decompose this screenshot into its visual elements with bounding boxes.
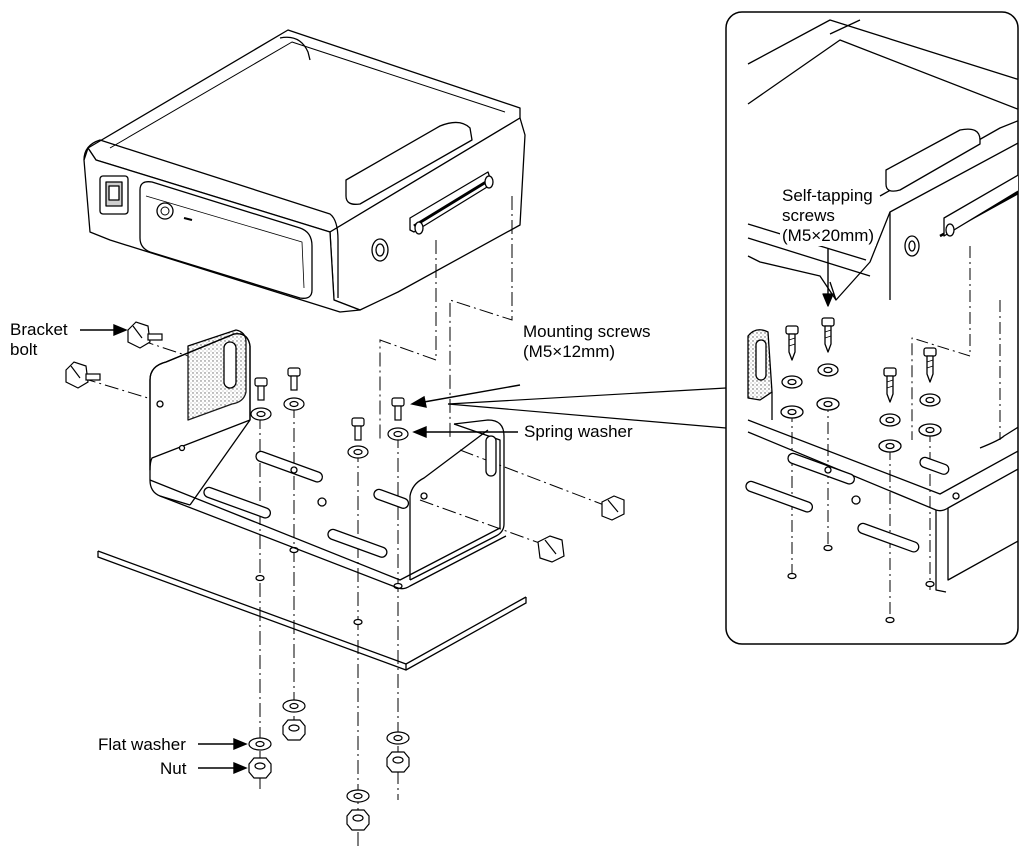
spring-washer-label: Spring washer bbox=[524, 422, 633, 441]
self-tapping-screws-label: Self-tapping screws (M5×20mm) bbox=[780, 186, 877, 246]
bracket-bolt-upper bbox=[127, 321, 163, 349]
mounting-screw-3 bbox=[347, 417, 369, 459]
callout-arrows bbox=[80, 323, 521, 775]
self-tapping-screw-3 bbox=[878, 367, 902, 453]
self-tapping-screw-1 bbox=[780, 325, 804, 419]
inset-panel bbox=[725, 11, 1019, 645]
mounting-surface bbox=[97, 546, 527, 671]
flat-washer-label: Flat washer bbox=[98, 735, 186, 754]
mounting-screw-2 bbox=[283, 367, 305, 411]
mounting-bracket bbox=[149, 329, 507, 590]
mounting-screw-4 bbox=[387, 397, 409, 441]
alignment-lines bbox=[81, 196, 605, 850]
hardware bbox=[65, 321, 625, 831]
inset-leader bbox=[447, 387, 727, 429]
self-tapping-screw-2 bbox=[816, 317, 840, 411]
bracket-bolt-lower bbox=[65, 361, 101, 389]
bracket-bolt-label: Bracket bolt bbox=[10, 320, 68, 359]
nut-label: Nut bbox=[160, 759, 187, 778]
washer-nut-left bbox=[248, 737, 272, 779]
mounting-screw-1 bbox=[250, 377, 272, 421]
washer-nut-third bbox=[346, 789, 370, 831]
mounting-screws-label: Mounting screws (M5×12mm) bbox=[523, 322, 651, 361]
washer-nut-second bbox=[282, 699, 306, 741]
radio-unit bbox=[83, 29, 526, 313]
self-tapping-screw-4 bbox=[918, 347, 942, 437]
washer-nut-right bbox=[386, 731, 410, 773]
bracket-bolt-right-lower bbox=[537, 535, 565, 563]
bracket-bolt-right-upper bbox=[601, 495, 625, 521]
